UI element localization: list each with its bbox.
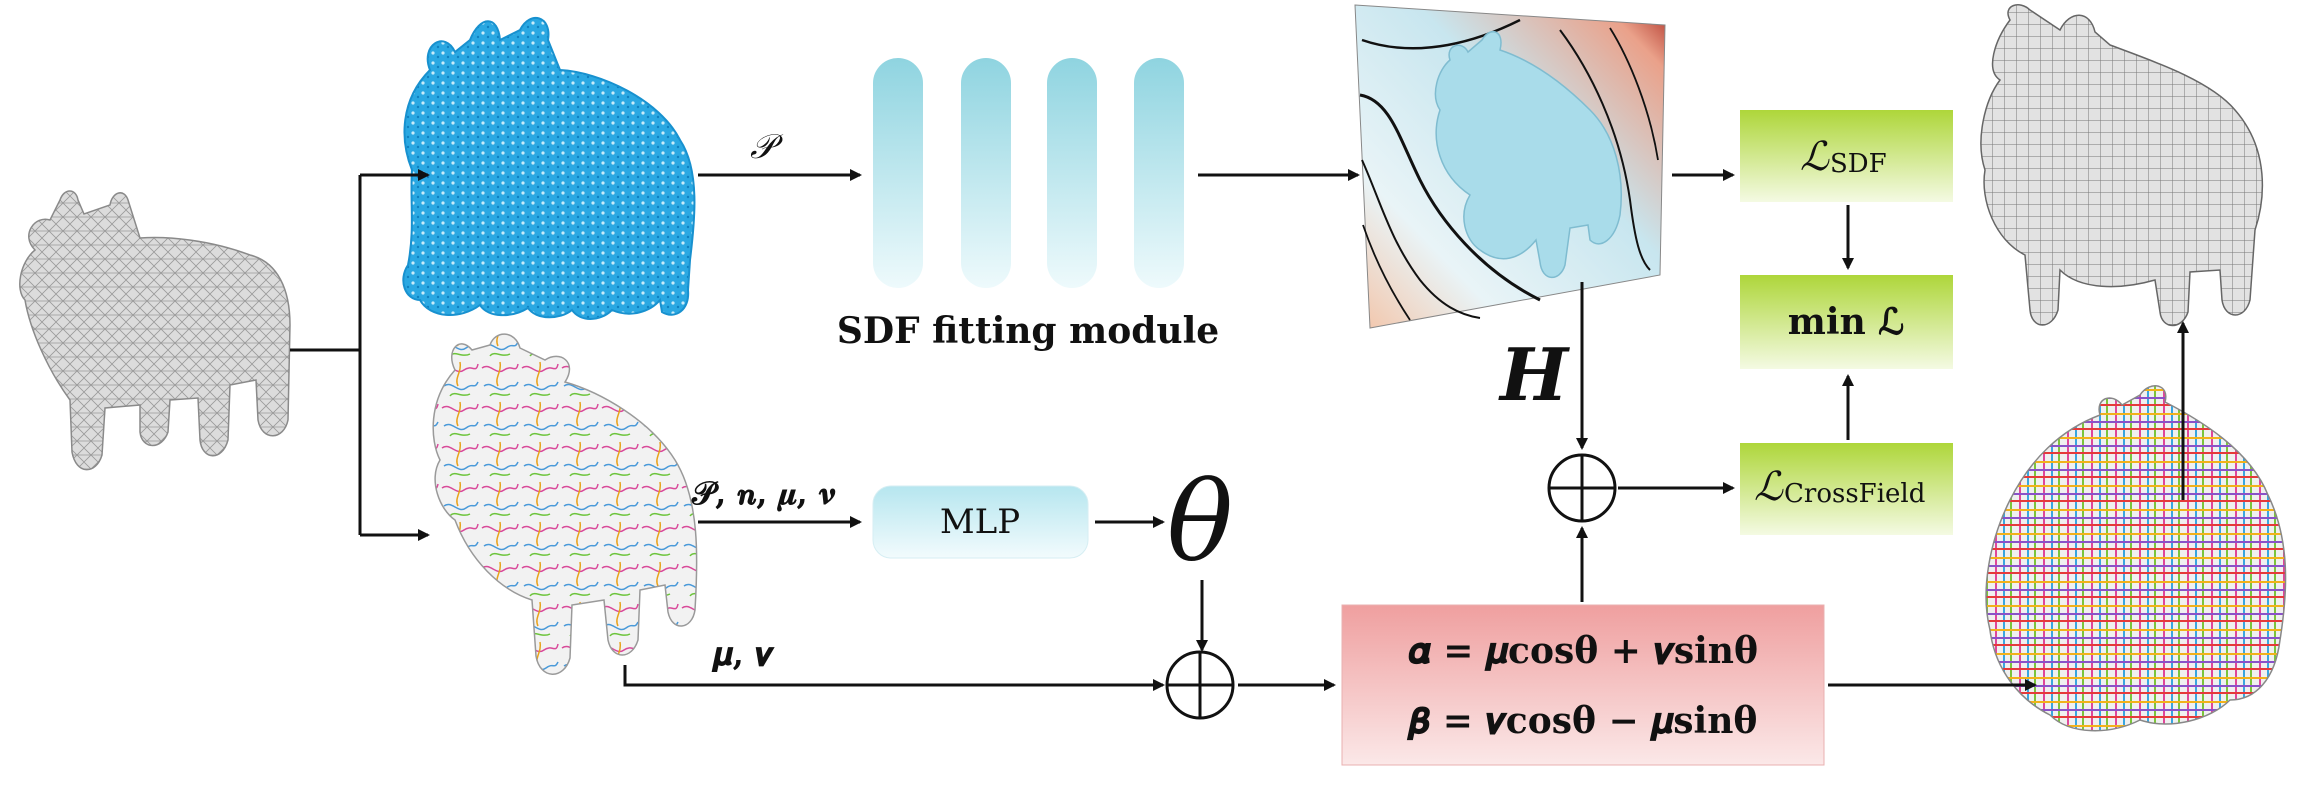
sdf-surface-cow — [1354, 4, 1666, 329]
loss-sdf-symbol: ℒ — [1800, 134, 1830, 180]
point-set-label: 𝒫 — [750, 127, 784, 167]
sdf-module-label: SDF fitting module — [837, 310, 1219, 352]
loss-sdf-subscript: SDF — [1830, 149, 1887, 179]
input-mesh-cow — [19, 190, 291, 471]
quad-mesh-cow — [1980, 4, 2264, 327]
beta-equation: 𝜷 = 𝝂cosθ − 𝝁sinθ — [1407, 700, 1758, 742]
oplus-hessian-merge — [1547, 453, 1617, 523]
hessian-label: 𝑯 — [1498, 332, 1570, 417]
loss-min-box — [1740, 275, 1953, 369]
loss-crossfield-symbol: ℒ — [1754, 464, 1784, 510]
crossfield-cow — [1985, 385, 2287, 732]
loss-crossfield-text: ℒ CrossField — [1754, 464, 1925, 510]
mlp-inputs-label: 𝒫, 𝒏, 𝝁, 𝝂 — [691, 474, 836, 512]
mu-nu-label: 𝝁, 𝝂 — [711, 635, 775, 673]
sdf-layer-bar — [1134, 58, 1184, 288]
sdf-fitting-module — [873, 58, 1184, 288]
loss-sdf-box — [1740, 110, 1953, 202]
alpha-equation: 𝜶 = 𝝁cosθ + 𝝂sinθ — [1408, 630, 1758, 672]
connectors — [290, 169, 2189, 691]
oplus-theta-merge — [1165, 650, 1235, 720]
formula-box — [1341, 604, 1825, 766]
streamline-cow — [432, 333, 698, 675]
loss-sdf-text: ℒ SDF — [1800, 134, 1887, 180]
sdf-layer-bar — [1047, 58, 1097, 288]
theta-output: θ — [1167, 458, 1233, 586]
loss-crossfield-subscript: CrossField — [1784, 479, 1925, 509]
loss-crossfield-box — [1740, 443, 1953, 535]
sdf-layer-bar — [961, 58, 1011, 288]
mlp-box — [872, 485, 1089, 559]
mlp-label: MLP — [940, 502, 1020, 542]
sdf-layer-bar — [873, 58, 923, 288]
loss-min-text: min ℒ — [1788, 301, 1904, 343]
point-cloud-cow — [402, 17, 696, 320]
